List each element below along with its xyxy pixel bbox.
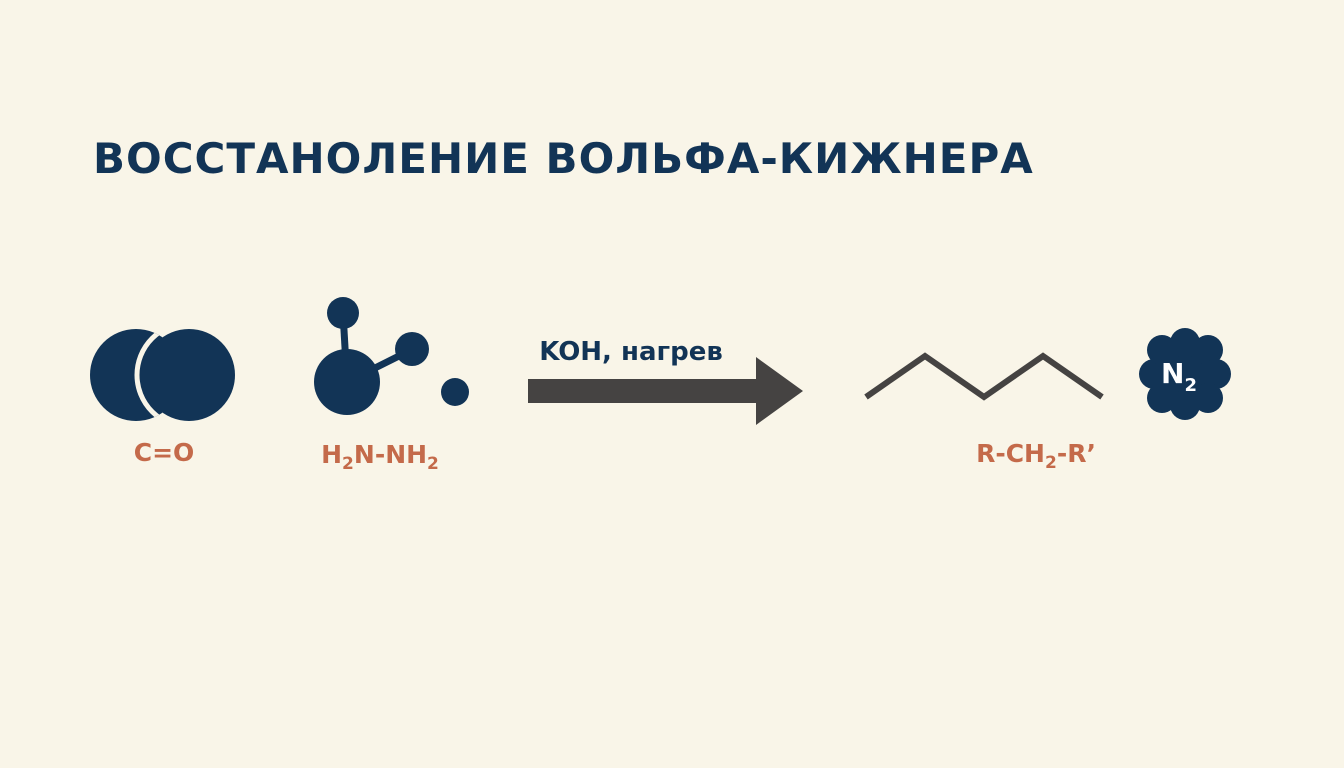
page-title: ВОССТАНОЛЕНИЕ ВОЛЬФА-КИЖНЕРА <box>93 134 1034 183</box>
reaction-arrow-icon <box>528 357 803 425</box>
carbonyl-formula: C=O <box>134 438 195 467</box>
reaction-conditions-label: KOH, нагрев <box>539 337 723 367</box>
hydrazine-formula: H2N-NH2 <box>321 440 439 474</box>
nitrogen-formula: N2 <box>1161 357 1197 396</box>
product-formula: R-CH2-R’ <box>976 439 1096 473</box>
carbonyl-icon <box>90 329 235 421</box>
zigzag-chain-icon <box>864 352 1104 401</box>
hydrazine-molecule-icon <box>314 297 469 415</box>
nitrogen-gas-icon <box>1139 328 1231 420</box>
